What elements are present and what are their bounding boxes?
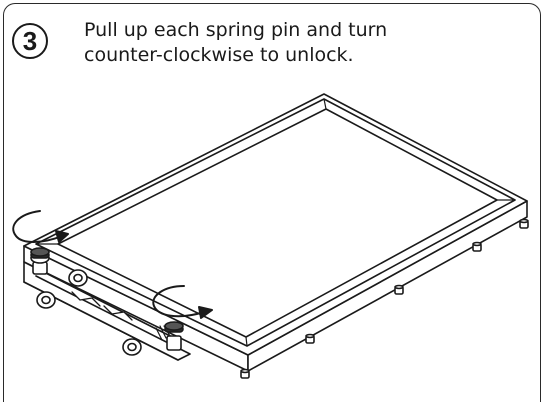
side-knob-1 <box>36 291 56 309</box>
clamp-bar <box>23 261 191 361</box>
step-instruction-text: Pull up each spring pin and turn counter… <box>84 19 388 66</box>
tray-feet <box>240 218 529 379</box>
spring-pin-left <box>30 247 50 275</box>
step-number-badge: 3 <box>12 23 48 59</box>
tray-bevel-lines <box>35 98 516 347</box>
side-knob-2 <box>68 269 88 287</box>
spring-pin-right <box>155 321 184 351</box>
counter-clockwise-arrow-icon <box>12 210 69 243</box>
counter-clockwise-arrow-icon <box>152 285 213 319</box>
step-number: 3 <box>22 26 38 56</box>
side-knob-3 <box>122 338 142 356</box>
